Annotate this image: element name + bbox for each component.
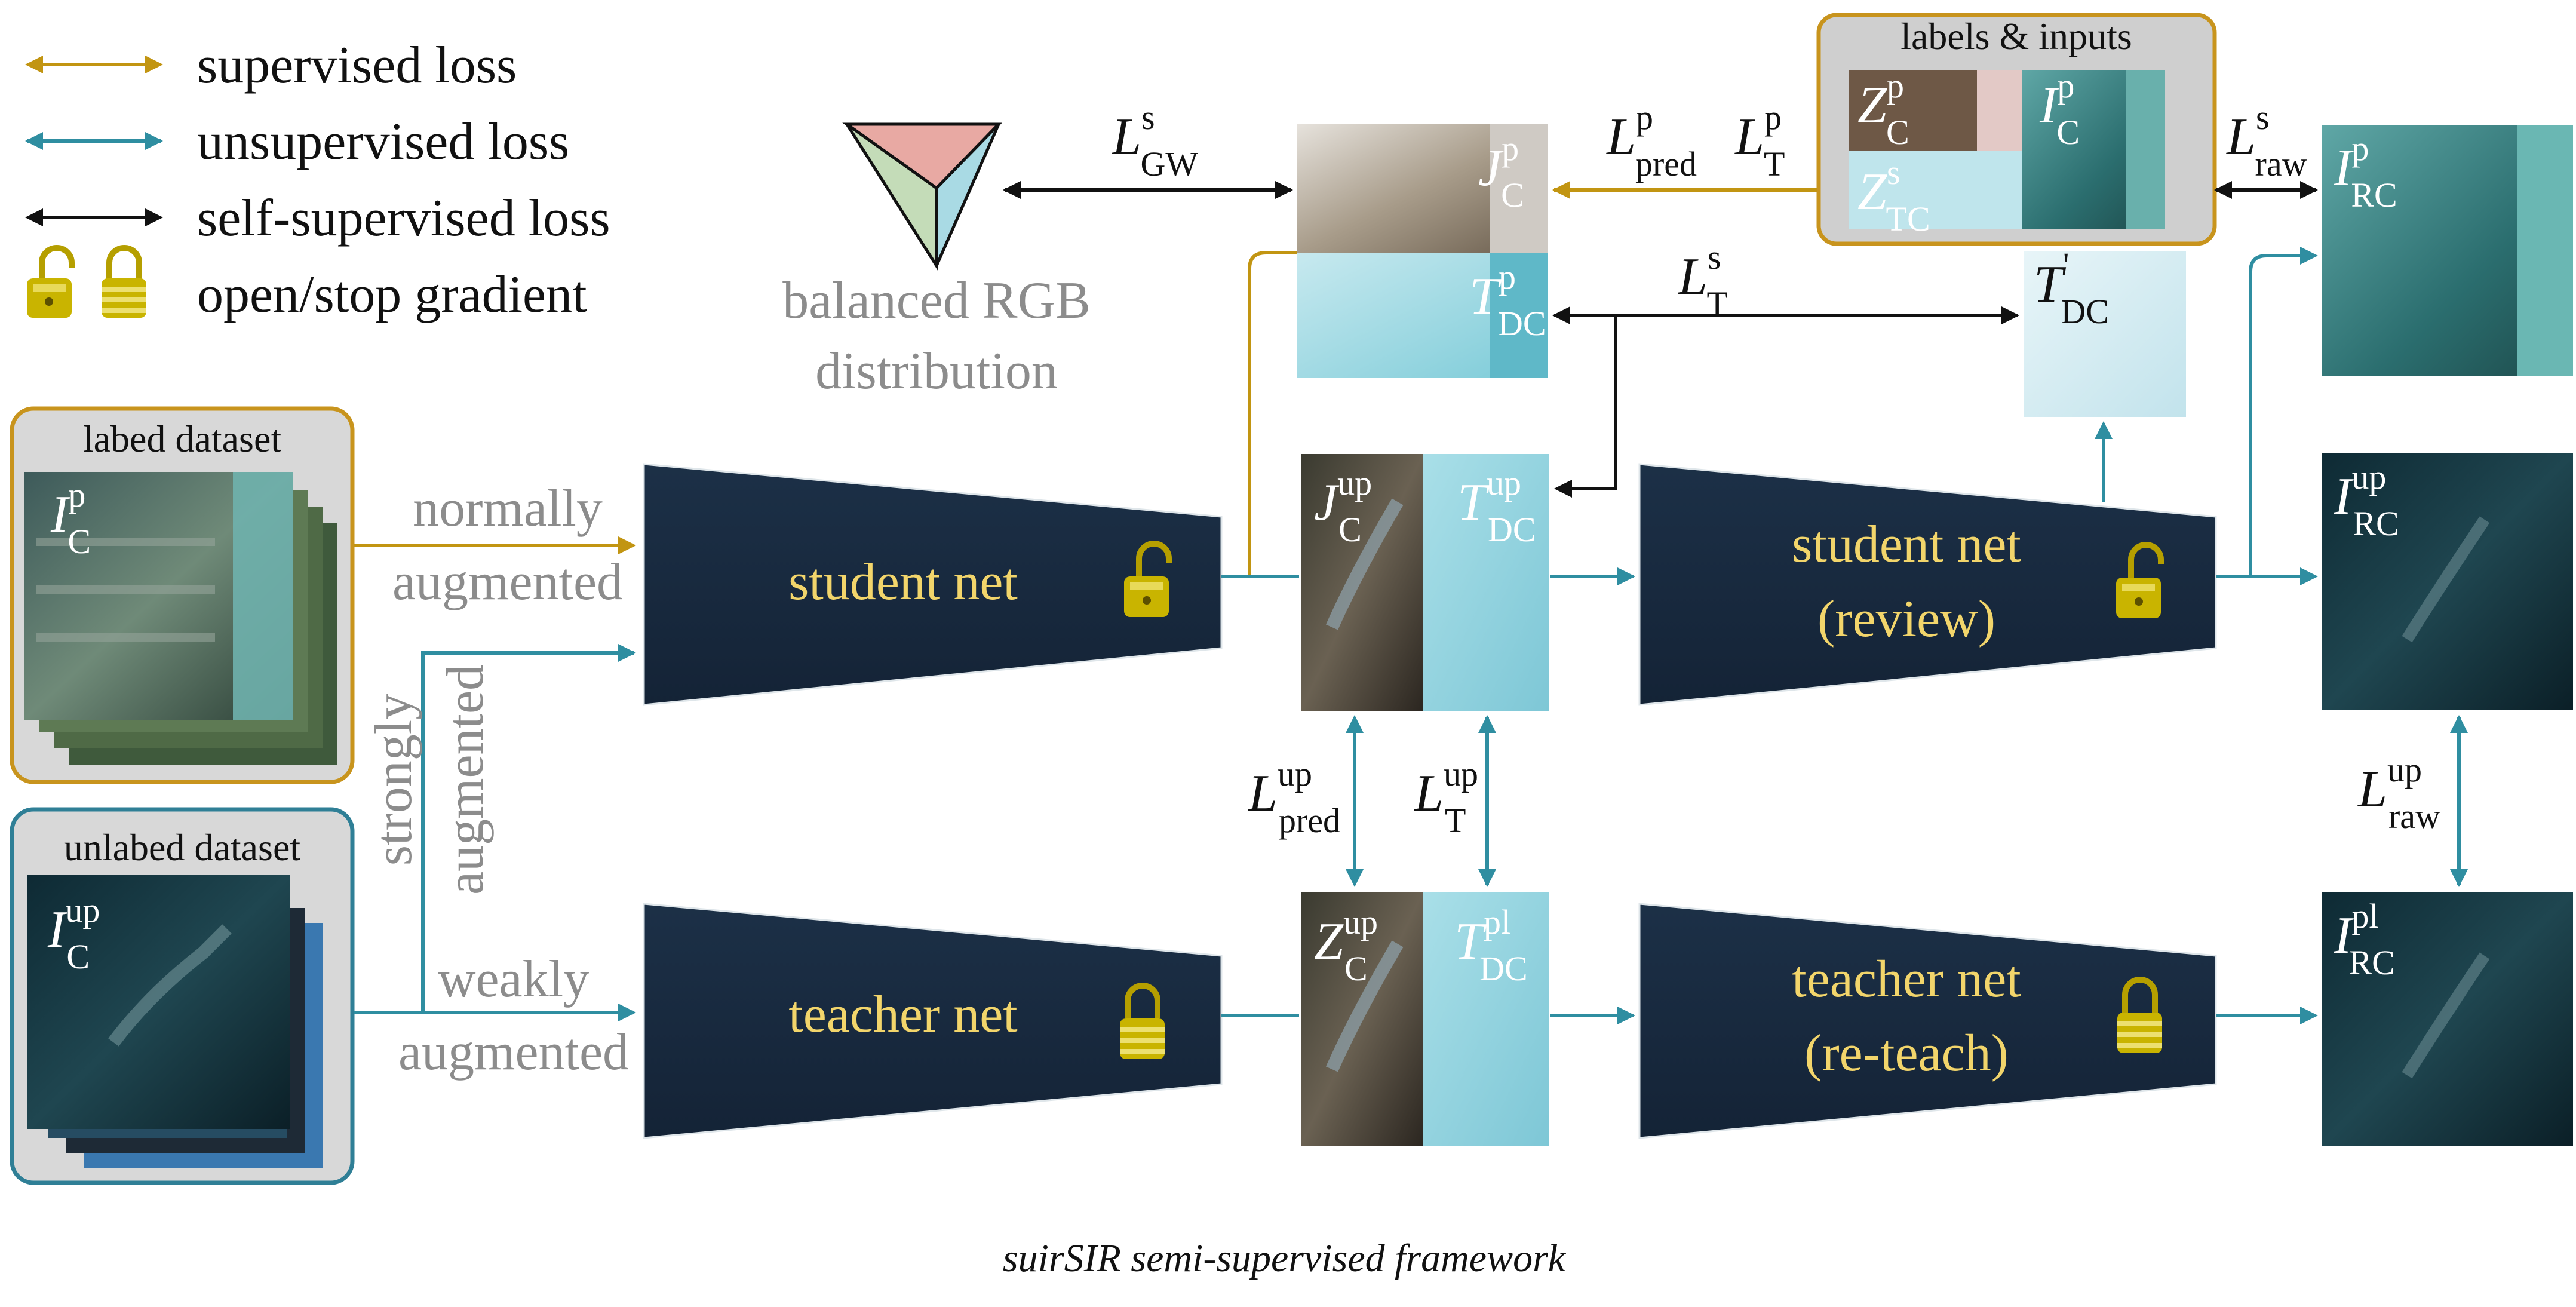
teacher-reteach-label-1: teacher net xyxy=(1792,950,2021,1008)
closed-lock-icon xyxy=(1120,983,1165,1059)
t-dc-up-image xyxy=(1423,454,1549,711)
weakly-label: weakly xyxy=(438,950,589,1008)
student-net-label: student net xyxy=(788,553,1018,611)
unlabeled-sample-image xyxy=(27,875,290,1129)
j-c-up-image xyxy=(1301,454,1423,711)
t-dc-prime-symbol: T'DC xyxy=(2034,246,2109,331)
t-dc-prime-block: T'DC xyxy=(2024,246,2186,417)
open-lock-icon xyxy=(1124,541,1172,617)
legend-supervised-label: supervised loss xyxy=(197,36,517,94)
student-net-review: student net (review) xyxy=(1638,463,2217,706)
student-review-label-2: (review) xyxy=(1817,590,1995,648)
open-lock-icon xyxy=(2116,542,2164,618)
balanced-rgb-label-1: balanced RGB xyxy=(782,272,1091,330)
teacher-net: teacher net xyxy=(643,903,1223,1139)
balanced-rgb-triangle xyxy=(842,122,1002,271)
open-lock-icon xyxy=(27,245,75,318)
closed-lock-icon xyxy=(2117,977,2162,1053)
student-to-labeled-output-line xyxy=(1221,251,1297,578)
unlabeled-dataset-title: unlabed dataset xyxy=(64,826,301,869)
labeled-dataset-title: labed dataset xyxy=(83,418,282,460)
legend-gradient-label: open/stop gradient xyxy=(197,266,587,324)
student-net: student net xyxy=(643,463,1223,706)
strongly-augmented-label: augmented xyxy=(437,664,495,895)
closed-lock-icon xyxy=(102,245,146,318)
t-dc-prime-image xyxy=(2024,251,2186,417)
strongly-label: strongly xyxy=(365,694,423,866)
normally-augmented-label: augmented xyxy=(392,553,623,611)
teacher-net-label: teacher net xyxy=(788,986,1018,1044)
teacher-reteach-label-2: (re-teach) xyxy=(1804,1024,2009,1082)
legend: supervised loss unsupervised loss self-s… xyxy=(25,36,610,324)
z-tc-s-image xyxy=(1849,151,2022,229)
l-t-s-branch-arrow xyxy=(1554,315,1617,498)
normally-label: normally xyxy=(413,480,603,538)
balanced-rgb-label-2: distribution xyxy=(815,342,1058,400)
weakly-augmented-label: augmented xyxy=(398,1023,629,1081)
legend-self-supervised-label: self-supervised loss xyxy=(197,189,610,247)
t-dc-pl-image xyxy=(1423,892,1549,1146)
review-to-irc-p-arrow xyxy=(2249,247,2318,576)
labels-inputs-title: labels & inputs xyxy=(1900,15,2132,57)
strong-augment-arrow xyxy=(354,644,636,1014)
legend-unsupervised-label: unsupervised loss xyxy=(197,113,569,171)
teacher-net-reteach: teacher net (re-teach) xyxy=(1638,903,2217,1139)
figure-caption: suirSIR semi-supervised framework xyxy=(1003,1237,1567,1280)
student-review-label-1: student net xyxy=(1792,516,2021,573)
